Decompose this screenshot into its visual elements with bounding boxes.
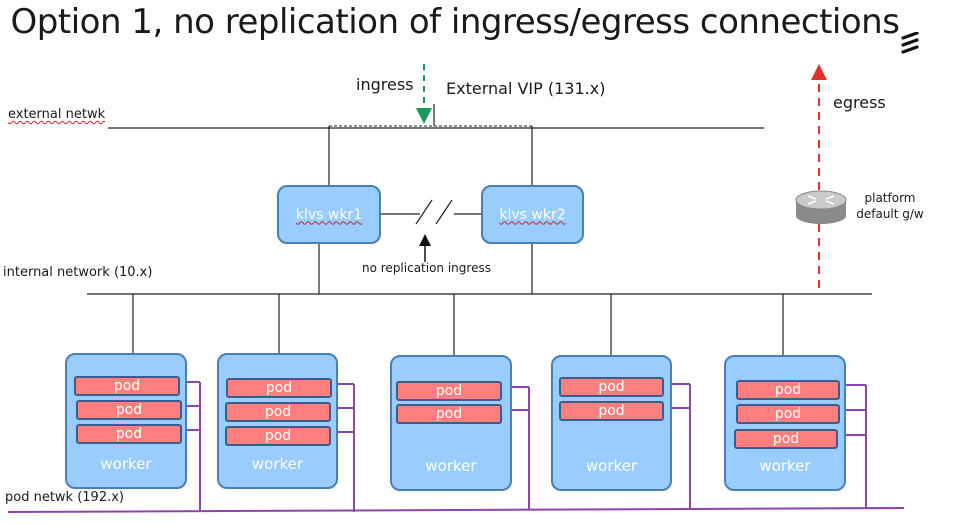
router-icon xyxy=(795,190,847,224)
pod-network-label: pod netwk (192.x) xyxy=(5,490,124,505)
klvs-worker-1: klvs wkr1 xyxy=(277,185,381,244)
worker-node: pod pod pod worker xyxy=(217,353,338,489)
worker-node: pod pod worker xyxy=(390,355,512,491)
worker-label: worker xyxy=(425,457,477,475)
pod: pod xyxy=(396,381,502,401)
klvs-worker-2: klvs wkr2 xyxy=(481,185,584,244)
worker-label: worker xyxy=(251,455,304,473)
pod: pod xyxy=(76,424,182,444)
worker-node: pod pod worker xyxy=(551,355,672,491)
no-replication-label: no replication ingress xyxy=(362,261,491,275)
pod: pod xyxy=(225,426,331,446)
worker-label: worker xyxy=(585,457,638,475)
worker-label: worker xyxy=(100,455,152,473)
pod: pod xyxy=(225,402,331,422)
ingress-label: ingress xyxy=(356,75,414,94)
egress-label: egress xyxy=(833,93,886,112)
pod-network-line xyxy=(7,507,905,513)
pod: pod xyxy=(396,404,502,424)
worker-node: pod pod pod worker xyxy=(724,355,846,491)
internal-network-label: internal network (10.x) xyxy=(3,265,153,280)
pod: pod xyxy=(76,400,182,420)
external-network-label: external netwk xyxy=(8,107,106,122)
pod: pod xyxy=(559,401,664,421)
pod: pod xyxy=(734,429,838,449)
external-vip-label: External VIP (131.x) xyxy=(446,79,606,98)
pod: pod xyxy=(736,404,840,424)
pod: pod xyxy=(226,378,332,398)
company-logo xyxy=(901,32,919,54)
pod: pod xyxy=(559,377,664,397)
slide-title: Option 1, no replication of ingress/egre… xyxy=(10,2,900,42)
worker-label: worker xyxy=(759,457,811,475)
pod: pod xyxy=(736,380,840,400)
worker-node: pod pod pod worker xyxy=(65,353,187,489)
gateway-label: platform default g/w xyxy=(856,191,924,221)
pod: pod xyxy=(74,376,180,396)
